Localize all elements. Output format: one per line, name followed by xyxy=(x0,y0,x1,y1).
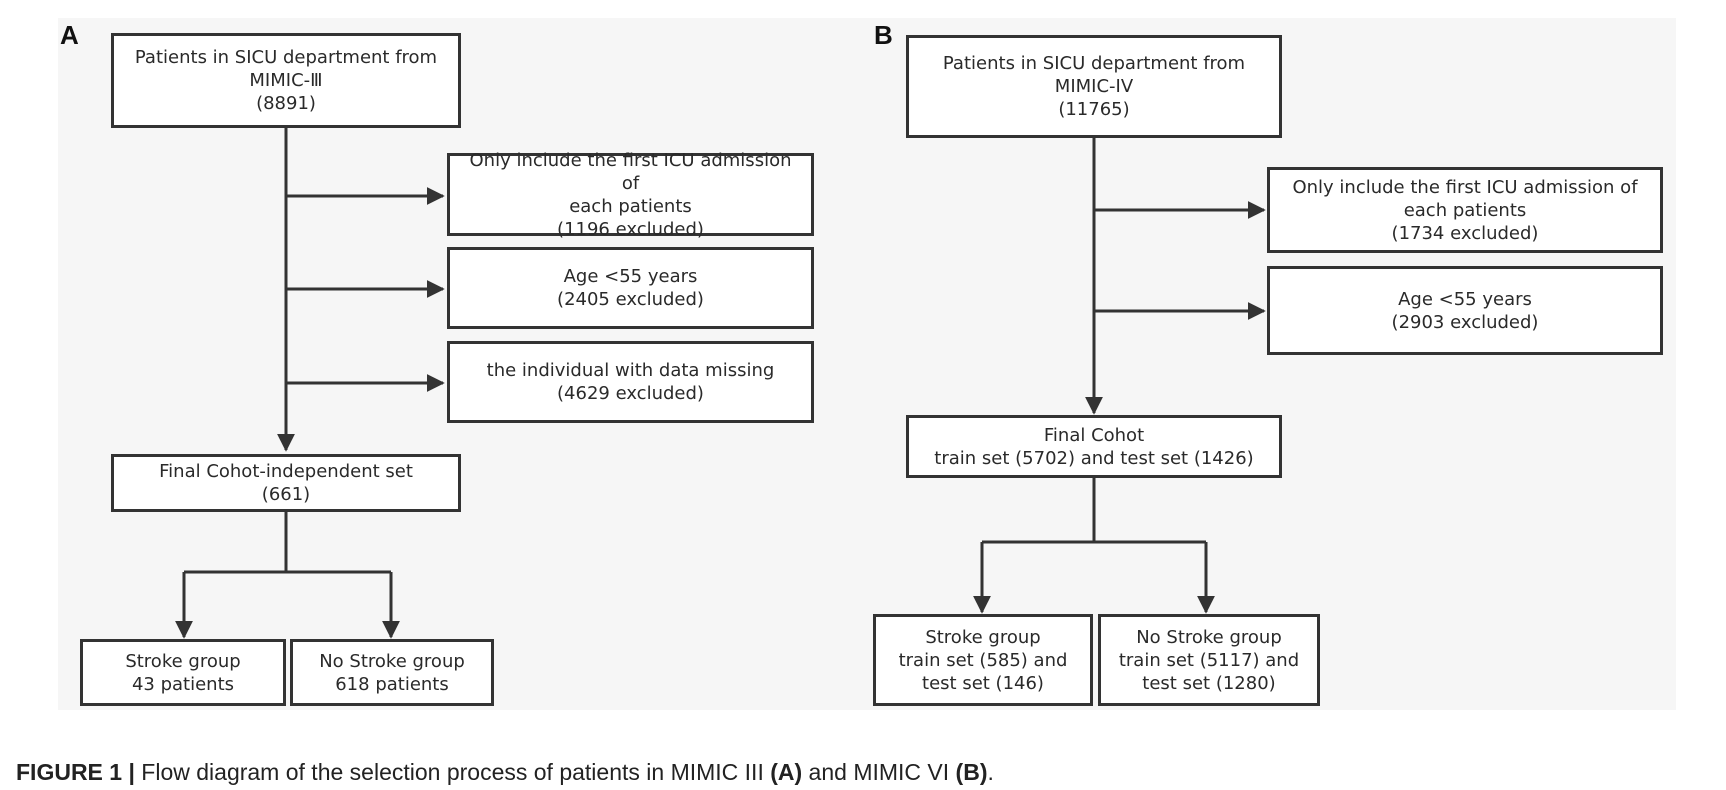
panel-a-source-box: Patients in SICU department from MIMIC-Ⅲ… xyxy=(111,33,461,128)
panel-a-exclusion-age: Age <55 years (2405 excluded) xyxy=(447,247,814,329)
panel-a-excl1-text: Only include the first ICU admission of … xyxy=(469,149,792,240)
panel-a-excl2-text: Age <55 years (2405 excluded) xyxy=(557,266,704,310)
caption-text-1: Flow diagram of the selection process of… xyxy=(134,759,771,785)
figure-caption: FIGURE 1 | Flow diagram of the selection… xyxy=(16,759,994,786)
panel-a-stroke-group-box: Stroke group 43 patients xyxy=(80,639,286,706)
panel-a-nostroke-text: No Stroke group 618 patients xyxy=(319,650,465,695)
caption-ref-b: (B) xyxy=(955,759,988,785)
panel-a-no-stroke-group-box: No Stroke group 618 patients xyxy=(290,639,494,706)
panel-b-excl2-text: Age <55 years (2903 excluded) xyxy=(1391,288,1539,333)
panel-b-excl1-text: Only include the first ICU admission of … xyxy=(1292,176,1638,244)
panel-a-stroke-text: Stroke group 43 patients xyxy=(125,650,241,695)
panel-b-no-stroke-group-box: No Stroke group train set (5117) and tes… xyxy=(1098,614,1320,706)
caption-ref-a: (A) xyxy=(770,759,803,785)
panel-a-exclusion-missing-data: the individual with data missing (4629 e… xyxy=(447,341,814,423)
panel-b-final-cohort-box: Final Cohot train set (5702) and test se… xyxy=(906,415,1282,478)
panel-a-exclusion-first-admission: Only include the first ICU admission of … xyxy=(447,150,814,240)
caption-text-2: and MIMIC VI xyxy=(802,759,956,785)
caption-prefix: FIGURE 1 | xyxy=(16,759,135,785)
panel-b-stroke-text: Stroke group train set (585) and test se… xyxy=(898,626,1068,694)
panel-b-source-text: Patients in SICU department from MIMIC-I… xyxy=(942,53,1246,120)
panel-b-source-box: Patients in SICU department from MIMIC-I… xyxy=(906,35,1282,138)
panel-a-excl3-text: the individual with data missing (4629 e… xyxy=(486,360,775,404)
panel-b-exclusion-age: Age <55 years (2903 excluded) xyxy=(1267,266,1663,355)
panel-b-exclusion-first-admission: Only include the first ICU admission of … xyxy=(1267,167,1663,253)
panel-a-final-text: Final Cohot-independent set (661) xyxy=(159,461,413,505)
panel-a-source-text: Patients in SICU department from MIMIC-Ⅲ… xyxy=(134,47,438,114)
panel-a-label: A xyxy=(60,20,79,50)
panel-b-nostroke-text: No Stroke group train set (5117) and tes… xyxy=(1118,626,1300,694)
caption-end: . xyxy=(987,759,994,785)
panel-b-label: B xyxy=(874,20,893,50)
panel-b-stroke-group-box: Stroke group train set (585) and test se… xyxy=(873,614,1093,706)
panel-a-final-cohort-box: Final Cohot-independent set (661) xyxy=(111,454,461,512)
panel-b-final-text: Final Cohot train set (5702) and test se… xyxy=(934,424,1254,469)
figure-background xyxy=(58,18,1676,710)
